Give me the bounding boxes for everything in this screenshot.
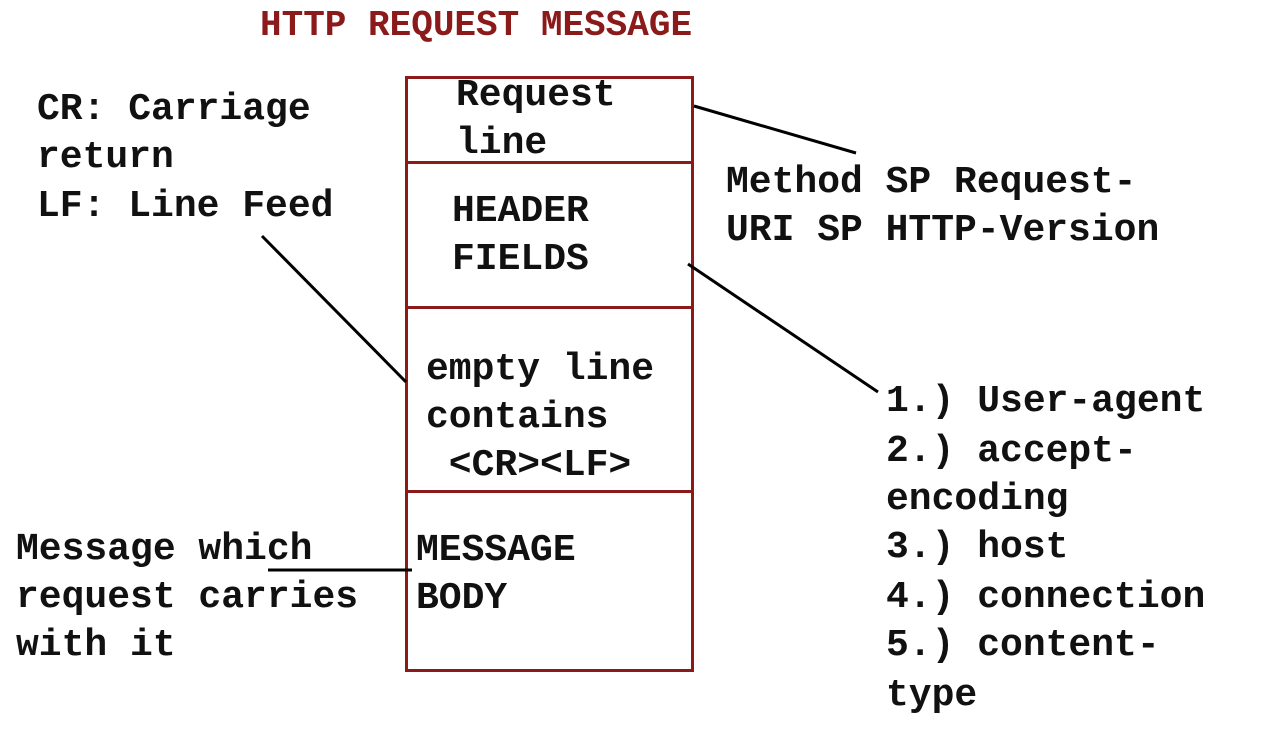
crlf-note-line-2: return	[37, 136, 174, 179]
header-item-2: 2.) accept-	[886, 430, 1137, 473]
message-body-label-1: MESSAGE	[416, 529, 576, 572]
request-line-label-2: line	[456, 122, 548, 165]
diagram-title: HTTP REQUEST MESSAGE	[260, 5, 693, 46]
header-item-3: 3.) host	[886, 526, 1069, 569]
empty-line-label-2: contains	[426, 396, 609, 439]
body-note-line-3: with it	[16, 624, 176, 667]
body-note-line-2: request carries	[16, 576, 359, 619]
message-body-box	[405, 490, 694, 672]
body-note-line-1: Message which	[16, 528, 313, 571]
crlf-note-line-1: CR: Carriage	[37, 88, 311, 131]
header-item-5-cont: type	[886, 674, 978, 717]
request-line-label-1: Request	[456, 74, 616, 117]
request-line-connector	[693, 104, 857, 155]
crlf-note-line-3: LF: Line Feed	[37, 185, 334, 228]
empty-line-label-3: <CR><LF>	[426, 444, 632, 487]
request-format-line-2: URI SP HTTP-Version	[726, 209, 1160, 252]
header-item-1: 1.) User-agent	[886, 380, 1206, 423]
crlf-connector	[260, 234, 408, 384]
empty-line-label-1: empty line	[426, 348, 655, 391]
header-item-4: 4.) connection	[886, 576, 1206, 619]
header-item-2-cont: encoding	[886, 478, 1069, 521]
header-fields-connector	[687, 262, 879, 394]
request-format-line-1: Method SP Request-	[726, 161, 1137, 204]
header-item-5: 5.) content-	[886, 624, 1160, 667]
header-fields-label-2: FIELDS	[452, 238, 589, 281]
header-fields-label-1: HEADER	[452, 190, 589, 233]
message-body-label-2: BODY	[416, 577, 508, 620]
